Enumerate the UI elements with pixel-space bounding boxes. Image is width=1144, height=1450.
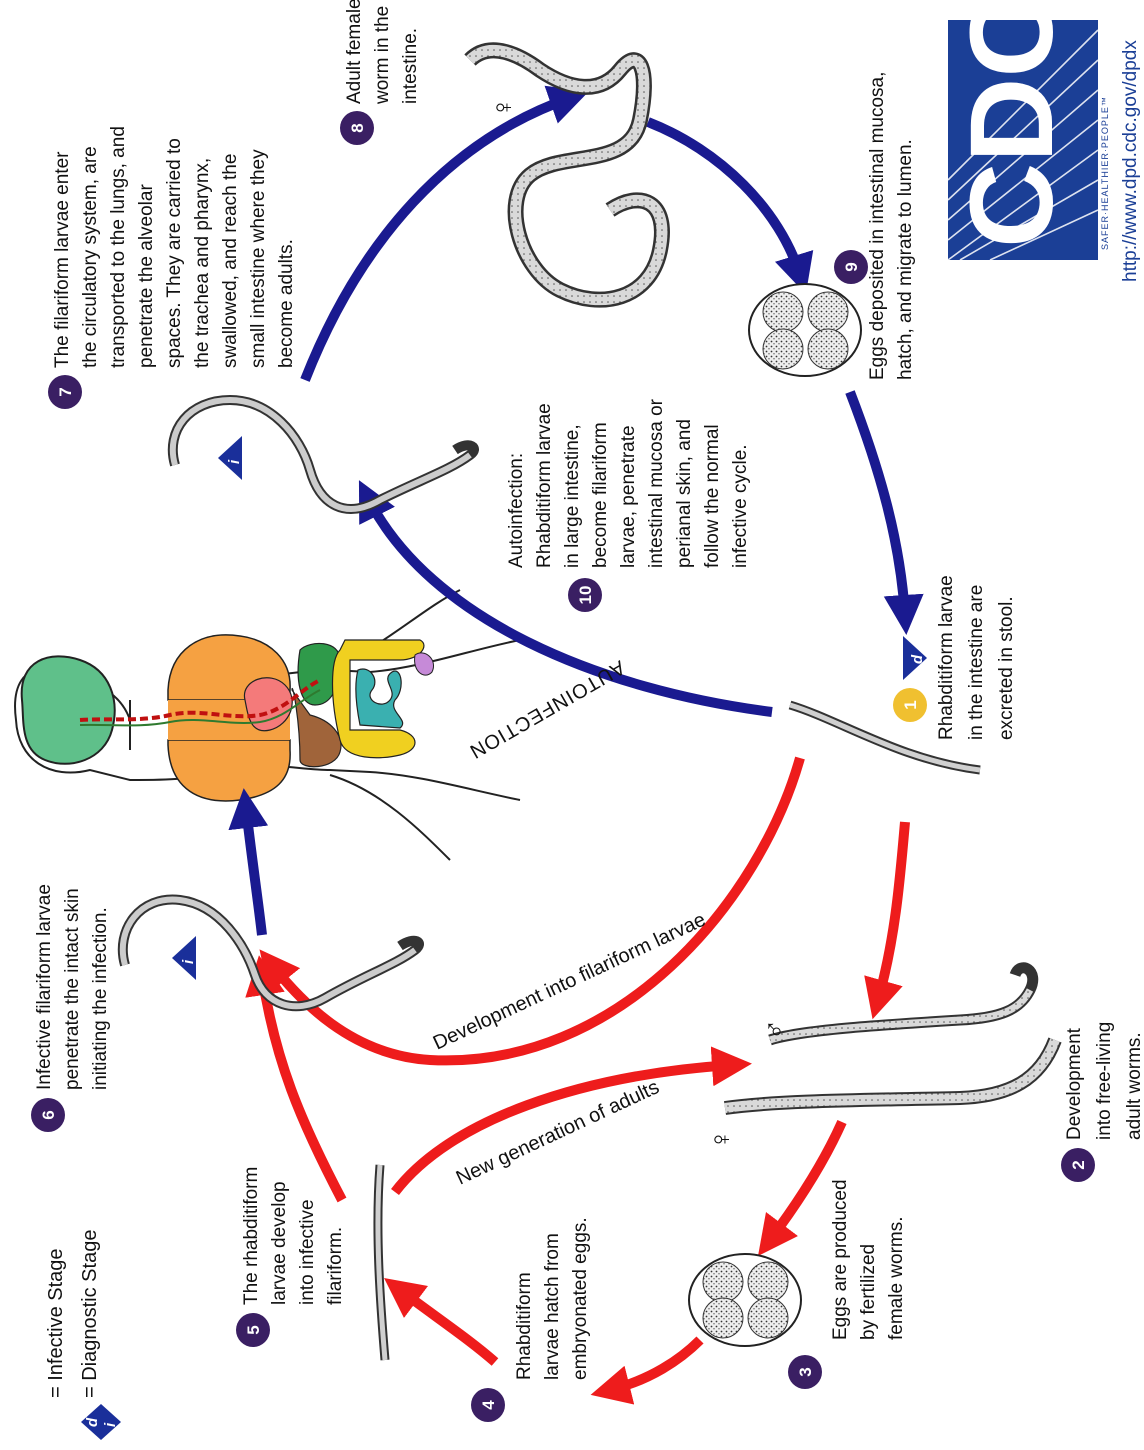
step-3-caption-line: by fertilized [858, 1244, 879, 1340]
infective-stage-label: = Infective Stage [45, 1248, 67, 1398]
step-1-caption-line: in the intestine are [966, 585, 987, 740]
step-4-number: 4 [479, 1400, 498, 1410]
step-3-number: 3 [796, 1367, 815, 1376]
step-5-caption-line: filariform. [325, 1227, 346, 1305]
egg-step-9 [749, 284, 861, 376]
step-10-caption-line: follow the normal [702, 424, 723, 568]
rhabditiform-larva-step-5 [378, 1165, 385, 1360]
adult-female-worm-intestine [470, 50, 662, 299]
step-9-number: 9 [842, 262, 861, 271]
step-8-caption-line: Adult female [344, 0, 365, 104]
egg-step-3 [689, 1254, 801, 1346]
step-5-caption-line: larvae develop [269, 1181, 290, 1305]
step-4-caption-line: larvae hatch from [542, 1233, 563, 1380]
male-symbol-icon: ♂ [759, 1019, 790, 1040]
step-7-caption-line: transported to the lungs, and [108, 126, 129, 368]
step-10-caption-line: in large intestine, [562, 424, 583, 568]
legend: i = Infective Stage d = Diagnostic Stage [45, 1230, 121, 1440]
step-8-caption-line: intestine. [400, 28, 421, 104]
filariform-larva-step-6 [123, 900, 419, 1007]
arrow-7-to-8 [305, 98, 570, 380]
step-7-caption-line: small intestine where they [248, 149, 269, 368]
step-7-caption-line: the trachea and pharynx, [192, 158, 213, 368]
step-7-number: 7 [56, 387, 75, 396]
arrow-9-to-1 [850, 392, 905, 615]
step-9-caption-line: Eggs deposited in intestinal mucosa, [867, 72, 888, 380]
step-8-number: 8 [348, 123, 367, 132]
arrow-1-to-2 [878, 822, 905, 1000]
step-10-caption-line: perianal skin, and [674, 419, 695, 568]
step-3-caption-line: female worms. [886, 1216, 907, 1340]
step-4-caption-line: embryonated eggs. [570, 1217, 591, 1380]
female-symbol-icon-free-living: ♀ [705, 1129, 736, 1150]
step-4-caption-line: Rhabditiform [514, 1272, 535, 1380]
step-6-caption-line: penetrate the intact skin [62, 888, 83, 1090]
autoinfection-label: AUTOINFECTION [465, 656, 628, 763]
free-living-female-worm [725, 1040, 1055, 1108]
arrow-8-to-9 [648, 122, 800, 275]
step-6-caption-line: initiating the infection. [90, 907, 111, 1090]
step-10-caption-line: become filariform [590, 422, 611, 568]
step-7-caption-line: The filariform larvae enter [52, 151, 73, 368]
female-symbol-icon: ♀ [487, 97, 518, 118]
step-7-caption-line: become adults. [276, 239, 297, 368]
diagnostic-stage-label: = Diagnostic Stage [79, 1230, 101, 1398]
step-6-caption-line: Infective filariform larvae [34, 884, 55, 1090]
free-living-male-worm [770, 968, 1033, 1040]
arrow-4-to-5 [400, 1290, 495, 1362]
step-7-caption-line: the circulatory system, are [80, 146, 101, 368]
step-10-caption-line: Autoinfection: [506, 453, 527, 568]
filariform-larva-step-7 [173, 400, 474, 509]
step-1-caption-line: Rhabditiform larvae [936, 575, 957, 740]
step-2-caption-line: adult worms. [1124, 1032, 1144, 1140]
step-2-caption-line: Development [1064, 1027, 1085, 1140]
step-5-caption-line: The rhabditiform [241, 1167, 262, 1305]
step-1-number: 1 [901, 700, 920, 709]
step-6-number: 6 [39, 1110, 58, 1119]
arrow-3-to-4 [610, 1340, 700, 1390]
step-1-caption-line: excreted in stool. [996, 596, 1017, 740]
step-10-number: 10 [576, 586, 595, 605]
cdc-url: http://www.dpd.cdc.gov/dpdx [1120, 40, 1141, 282]
human-body-illustration [15, 590, 520, 860]
step-3-caption-line: Eggs are produced [830, 1179, 851, 1340]
infective-stage-legend-icon: i [101, 1404, 121, 1440]
step-10-caption-line: larvae, penetrate [618, 425, 639, 568]
step-7-caption-line: swallowed, and reach the [220, 154, 241, 368]
infective-stage-marker-7: i [218, 436, 243, 480]
arrow-6-to-host [246, 808, 262, 935]
cdc-logo: CDC SAFER·HEALTHIER·PEOPLE™ http://www.d… [946, 0, 1141, 282]
step-7-caption-line: penetrate the alveolar [136, 184, 157, 368]
step-2-caption-line: into free-living [1094, 1022, 1115, 1140]
diagnostic-stage-marker-1: d [903, 636, 927, 680]
step-10-caption-line: infective cycle. [730, 444, 751, 568]
step-9-caption-line: hatch, and migrate to lumen. [895, 139, 916, 380]
step-2-number: 2 [1069, 1160, 1088, 1169]
step-10-caption-line: Rhabditiform larvae [534, 403, 555, 568]
cdc-logo-text: CDC [946, 0, 1078, 248]
step-10-caption-line: intestinal mucosa or [646, 398, 667, 568]
step-5-number: 5 [244, 1325, 263, 1334]
diagnostic-stage-legend-icon: d [81, 1404, 101, 1440]
step-7-caption-line: spaces. They are carried to [164, 138, 185, 368]
infective-stage-marker-6: i [172, 936, 197, 980]
cdc-tagline: SAFER·HEALTHIER·PEOPLE™ [1100, 96, 1110, 250]
step-5-caption-line: into infective [297, 1199, 318, 1305]
svg-text:d: d [84, 1417, 101, 1427]
arrow-development-filariform [272, 758, 800, 1060]
step-8-caption-line: worm in the [372, 6, 393, 105]
svg-text:d: d [909, 654, 926, 664]
